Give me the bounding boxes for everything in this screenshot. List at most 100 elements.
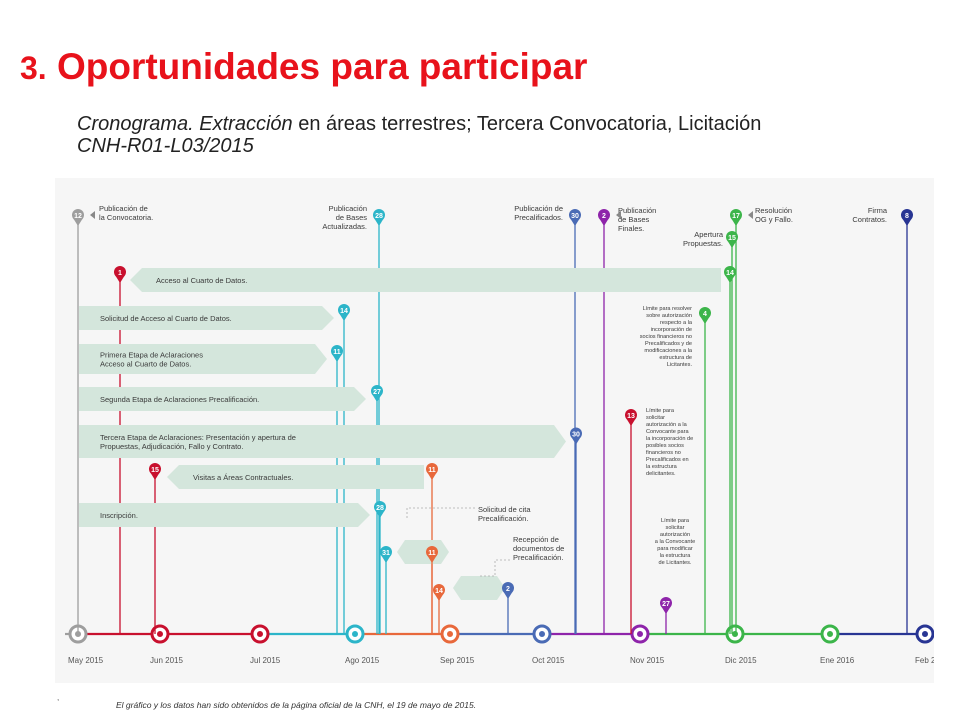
side-note-label: socios financieros no [640, 334, 692, 340]
month-node-dot [157, 631, 163, 637]
top-event-label: Publicación de [99, 204, 148, 213]
activity-bar-label: Solicitud de Acceso al Cuarto de Datos. [100, 314, 232, 323]
side-note-label: sobre autorización [646, 313, 692, 319]
small-event-day: 2 [506, 586, 510, 593]
slide-title: 3. Oportunidades para participar [20, 46, 587, 88]
side-note-label: Límite para [661, 518, 690, 524]
bar-end-day: 30 [572, 432, 580, 439]
top-event-label: Finales. [618, 224, 644, 233]
side-note-label: la estructura [646, 464, 678, 470]
side-note-label: Límite para [646, 408, 675, 414]
side-note-label: modificaciones a la [644, 348, 692, 354]
top-event-day: 2 [602, 213, 606, 220]
month-node-dot [922, 631, 928, 637]
small-event-day: 31 [382, 550, 390, 557]
bar-end-marker-tip [332, 354, 342, 362]
activity-bar-label: Acceso al Cuarto de Datos. [156, 276, 247, 285]
small-event-label: documentos de [513, 544, 564, 553]
activity-bar [130, 268, 721, 292]
activity-bar [79, 425, 566, 458]
top-event-marker-tip [727, 240, 737, 248]
pointer-arrow [616, 211, 621, 219]
top-event-label: Apertura [694, 230, 724, 239]
activity-bar-label: Segunda Etapa de Aclaraciones Precalific… [100, 395, 259, 404]
month-node-dot [539, 631, 545, 637]
month-node-dot [637, 631, 643, 637]
top-event-label: Propuestas. [683, 239, 723, 248]
activity-bar-label: Propuestas, Adjudicación, Fallo y Contra… [100, 442, 243, 451]
side-note-label: estructura de [659, 355, 692, 361]
small-event-marker-tip [503, 591, 513, 599]
small-event-label: Precalificación. [478, 514, 528, 523]
side-note-marker-tip [626, 418, 636, 426]
side-note-label: delicitantes. [646, 471, 676, 477]
top-event-day: 30 [571, 213, 579, 220]
side-note-label: Precalificados en [646, 457, 689, 463]
top-event-marker-tip [73, 218, 83, 226]
small-event-day: 11 [428, 550, 436, 557]
small-event-label: Recepción de [513, 535, 559, 544]
small-event-box [397, 540, 449, 564]
bar-end-marker-tip [339, 313, 349, 321]
bar-end-marker-tip [375, 510, 385, 518]
side-note-day: 4 [703, 311, 707, 318]
top-event-day: 17 [732, 213, 740, 220]
title-text: Oportunidades para participar [56, 46, 588, 87]
top-event-label: Publicación [618, 206, 656, 215]
side-note-day: 13 [627, 413, 635, 420]
top-event-label: Publicación de [514, 204, 563, 213]
subtitle-line2: CNH-R01-L03/2015 [77, 135, 254, 157]
side-note-label: Precalificados y de [645, 341, 692, 347]
connector-line [406, 507, 475, 518]
side-note-label: incorporación de [651, 327, 692, 333]
small-event-label: Solicitud de cita [478, 505, 531, 514]
pointer-arrow [90, 211, 95, 219]
side-note-label: respecto a la [660, 320, 693, 326]
side-note-label: de Licitantes. [659, 560, 692, 566]
month-label: Sep 2015 [440, 656, 475, 665]
title-number: 3. [20, 50, 47, 86]
month-label: Ago 2015 [345, 656, 380, 665]
top-event-label: OG y Fallo. [755, 215, 793, 224]
top-event-label: Contratos. [852, 215, 887, 224]
month-label: Feb 2016 [915, 656, 934, 665]
side-note-label: Límite para resolver [643, 306, 693, 312]
side-note-label: autorización [660, 532, 690, 538]
activity-bar [79, 387, 366, 411]
top-event-label: Resolución [755, 206, 792, 215]
side-note-label: posibles socios [646, 443, 684, 449]
month-node-dot [257, 631, 263, 637]
pointer-arrow [748, 211, 753, 219]
slide-subtitle: Cronograma. Extracción en áreas terrestr… [77, 113, 927, 157]
bar-end-day: 11 [333, 349, 341, 356]
month-label: Nov 2015 [630, 656, 665, 665]
activity-bar [79, 503, 370, 527]
bar-start-day: 1 [118, 270, 122, 277]
month-node-dot [447, 631, 453, 637]
side-note-label: autorización a la [646, 422, 688, 428]
month-node-dot [732, 631, 738, 637]
top-event-label: Precalificados. [514, 213, 563, 222]
activity-bar-label: Primera Etapa de Aclaraciones [100, 351, 203, 360]
bar-end-day: 14 [726, 270, 734, 277]
bar-start-marker-tip [150, 472, 160, 480]
month-label: May 2015 [68, 656, 104, 665]
top-event-label: de Bases [618, 215, 650, 224]
side-note-label: a la Convocante [655, 539, 695, 545]
side-note-label: la estructura [660, 553, 692, 559]
top-event-day: 12 [74, 213, 82, 220]
month-label: Ene 2016 [820, 656, 855, 665]
month-label: Dic 2015 [725, 656, 757, 665]
activity-bar-label: Tercera Etapa de Aclaraciones: Presentac… [100, 433, 296, 442]
small-event-box [453, 576, 505, 600]
side-note-label: la incorporación de [646, 436, 693, 442]
top-event-label: de Bases [336, 213, 368, 222]
bar-end-marker-tip [427, 472, 437, 480]
side-note-marker-tip [700, 316, 710, 324]
month-node-dot [352, 631, 358, 637]
side-note-day: 27 [662, 601, 670, 608]
top-event-label: Firma [868, 206, 888, 215]
activity-bar-label: Inscripción. [100, 511, 138, 520]
month-label: Oct 2015 [532, 656, 565, 665]
